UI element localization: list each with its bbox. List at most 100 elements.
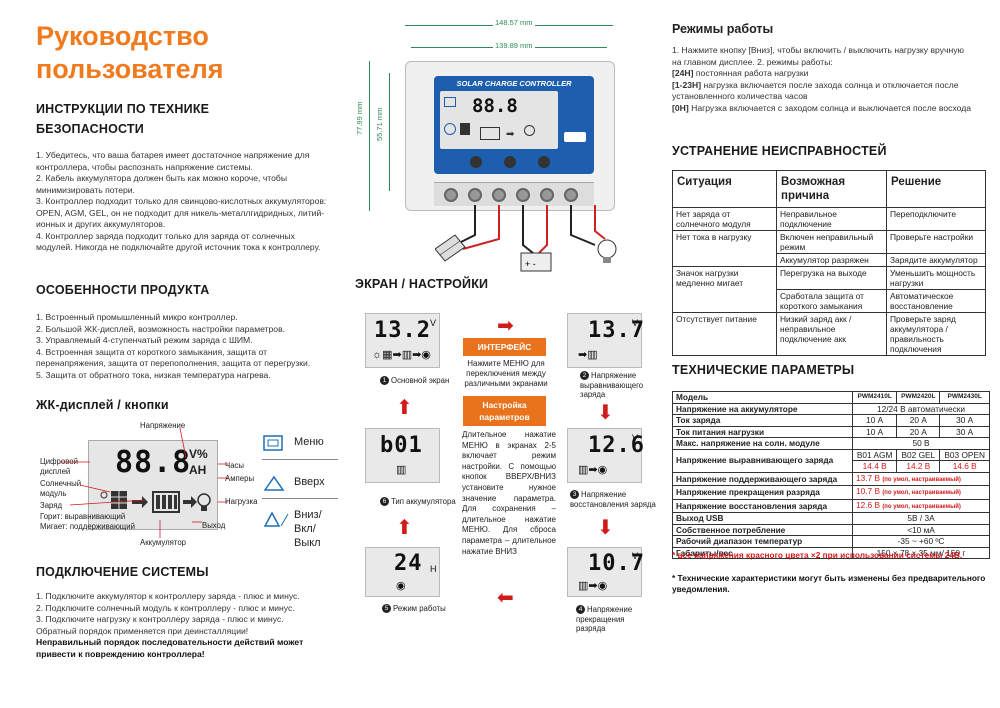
cause-cell: Включен неправильный режим [776, 230, 887, 254]
caption-text: Тип аккумулятора [391, 497, 456, 506]
connection-item: 3. Подключите нагрузку к контроллеру зар… [36, 614, 284, 624]
clock-icon [444, 123, 456, 135]
up-button-label: Вверх [294, 476, 325, 488]
menu-button-label: Меню [294, 436, 324, 448]
specs-note-red: * все напряжения красного цвета ×2 при и… [672, 550, 963, 560]
screen-6: b01 ▥ [365, 428, 440, 483]
cause-cell: Перегрузка на выходе [776, 266, 887, 290]
mode-item: [0H] Нагрузка включается с заходом солнц… [672, 102, 972, 113]
screen-value: 10.7 [588, 551, 645, 576]
arrow-icon [183, 496, 197, 508]
mode-item: [1-23H] нагрузка включается после захода… [672, 79, 959, 102]
screen-unit: V [430, 318, 437, 328]
label-charge: Заряд [40, 501, 63, 510]
bulb-icon [197, 493, 211, 511]
table-row: Напряжение выравнивающего заряда B01 AGM… [672, 448, 990, 473]
status-icons: ▥ [396, 464, 407, 476]
down-button-icon [263, 511, 289, 527]
screen-value: b01 [380, 433, 423, 458]
spec-label: Напряжение выравнивающего заряда [672, 448, 853, 473]
spec-label: Ток питания нагрузки [672, 425, 853, 438]
feature-item: 1. Встроенный промышленный микро контрол… [36, 312, 238, 322]
step-number: 6 [380, 497, 389, 507]
solution-cell: Переподключите [886, 207, 986, 231]
lcd-heading: ЖК-дисплей / кнопки [36, 398, 169, 412]
down-button-label: Вниз/ Вкл/Выкл [294, 509, 322, 549]
label-output: Выход [202, 521, 226, 530]
terminal-block [434, 182, 594, 206]
terminal [468, 188, 482, 202]
column-header: Возможная причина [776, 170, 887, 208]
table-row: Аккумулятор разряжен Зарядите аккумулято… [673, 253, 986, 267]
model-cell: PWM2420L [896, 391, 941, 404]
spec-value: 5В / 3А [852, 512, 990, 525]
safety-heading: ИНСТРУКЦИИ ПО ТЕХНИКЕ БЕЗОПАСНОСТИ [36, 102, 210, 136]
label-solar: Солнечный модуль [40, 479, 82, 498]
down-button[interactable] [538, 156, 550, 168]
spec-value: 12/24 В автоматически [852, 402, 990, 415]
spec-value: 30 А [939, 425, 990, 438]
screen-value: 13.7 [588, 318, 645, 343]
safety-item: 3. Контроллер подходит только для свинцо… [36, 196, 327, 229]
table-row: Напряжение прекращения разряда 10.7 В (п… [672, 485, 990, 500]
screen-unit: V [632, 433, 639, 443]
bulb-icon [597, 239, 617, 263]
screen-unit: H [430, 564, 437, 574]
feature-item: 5. Защита от обратного тока, низкая темп… [36, 369, 271, 380]
table-row: Сработала защита от короткого замыкания … [673, 289, 986, 313]
terminal [516, 188, 530, 202]
spec-label: Напряжение прекращения разряда [672, 485, 853, 500]
spec-value: 30 А [939, 414, 990, 427]
table-row: Габариты/вес 150 × 78 × 35 мм/ 150 г [672, 546, 990, 559]
modes-intro: 1. Нажмите кнопку [Вниз], чтобы включить… [672, 45, 964, 67]
model-cell: PWM2410L [851, 391, 898, 404]
cause-cell: Аккумулятор разряжен [776, 253, 887, 267]
label-charge-states: Горит: выравнивающий Мигает: поддерживаю… [40, 512, 135, 531]
battery-icon: + - [520, 252, 552, 272]
spec-value: 150 × 78 × 35 мм/ 150 г [852, 546, 990, 559]
situation-cell: Отсутствует питание [672, 312, 777, 356]
height-inner: 55.71 mm [375, 107, 384, 141]
column-header: Ситуация [672, 170, 777, 208]
up-button[interactable] [504, 156, 516, 168]
caption-text: Режим работы [393, 604, 446, 613]
screen-5: 24 H ◉ [365, 547, 440, 597]
spec-label: Напряжение восстановления заряда [672, 498, 853, 513]
arrow-up-icon: ⬆ [396, 397, 413, 419]
model-cell: PWM2430L [939, 391, 990, 404]
lcd-leader-lines [60, 427, 228, 538]
table-header-row: Ситуация Возможная причина Решение [672, 170, 986, 208]
table-row: Макс. напряжение на солн. модуле 50 В [672, 437, 990, 450]
label-load: Нагрузка [225, 497, 258, 506]
solution-cell: Автоматическое восстановление [886, 289, 986, 313]
step-number: 3 [570, 490, 579, 500]
menu-icon [444, 97, 456, 107]
situation-cell: Значок нагрузки медленно мигает [672, 266, 777, 313]
spec-value: <10 мА [852, 523, 990, 536]
interface-label: ИНТЕРФЕЙС [463, 338, 546, 356]
dimension-line [389, 73, 390, 191]
troubleshooting-table: Ситуация Возможная причина Решение Нет з… [672, 170, 986, 356]
wiring: + - [435, 205, 617, 272]
specs-note: * Технические характеристики могут быть … [672, 573, 986, 594]
modes-list: 1. Нажмите кнопку [Вниз], чтобы включить… [672, 45, 972, 114]
label-digital: Цифровой дисплей [40, 457, 78, 476]
feature-item: 4. Встроенная защита от короткого замыка… [36, 346, 311, 369]
spec-value: 10 А [851, 414, 898, 427]
solution-cell: Зарядите аккумулятор [886, 253, 986, 267]
menu-button[interactable] [470, 156, 482, 168]
spec-value: 10 А [851, 425, 898, 438]
specs-heading: ТЕХНИЧЕСКИЕ ПАРАМЕТРЫ [672, 363, 855, 377]
up-button-icon [263, 475, 285, 491]
spec-value: 20 А [896, 425, 941, 438]
battery-type: B03 OPEN [939, 448, 990, 461]
table-row: Собственное потребление <10 мА [672, 523, 990, 536]
label-voltage: Напряжение [140, 421, 186, 430]
screen-value: 12.6 [588, 433, 645, 458]
safety-item: 1. Убедитесь, что ваша батарея имеет дос… [36, 150, 310, 172]
device-diagram: 148.57 mm 139.89 mm 77.99 mm 55.71 mm SO… [355, 15, 665, 272]
